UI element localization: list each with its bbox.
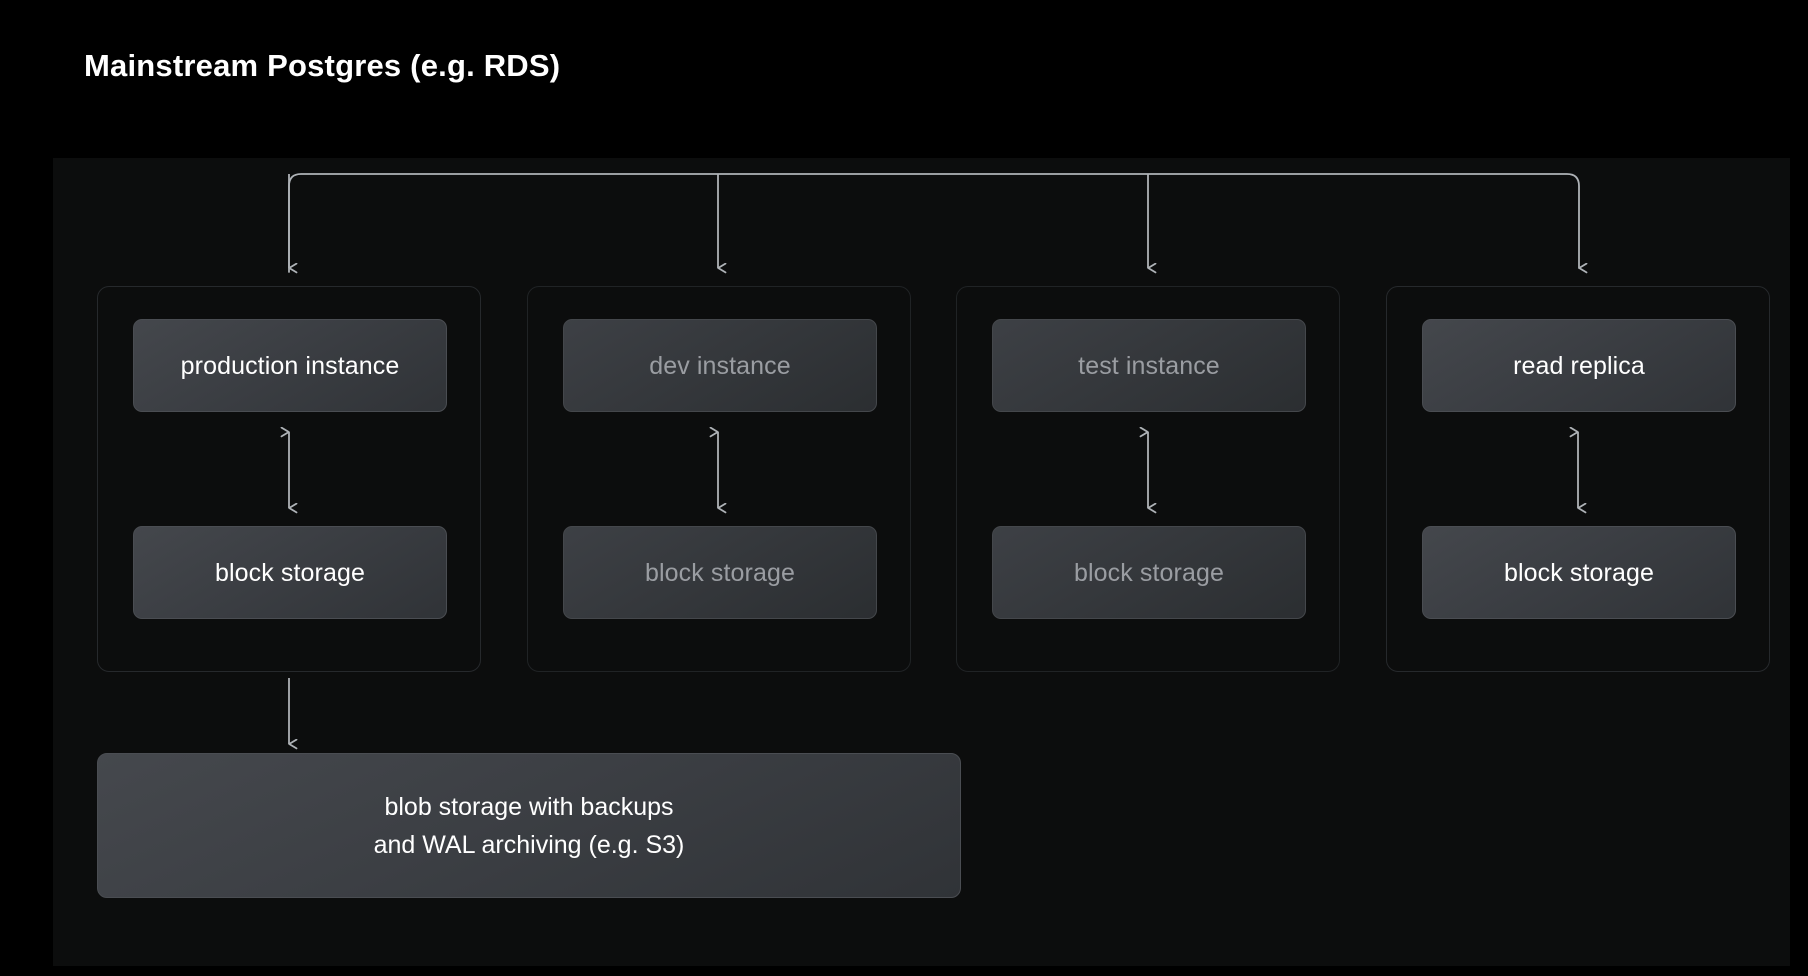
group-production[interactable]: production instance block storage bbox=[97, 286, 481, 672]
node-read-replica-block-storage[interactable]: block storage bbox=[1422, 526, 1736, 619]
node-blob-storage[interactable]: blob storage with backups and WAL archiv… bbox=[97, 753, 961, 898]
group-dev[interactable]: dev instance block storage bbox=[527, 286, 911, 672]
diagram-panel: production instance block storage dev in… bbox=[53, 158, 1790, 966]
node-label: production instance bbox=[180, 351, 400, 380]
node-label: dev instance bbox=[649, 351, 791, 380]
node-label: block storage bbox=[645, 558, 795, 587]
node-label: read replica bbox=[1513, 351, 1645, 380]
node-read-replica[interactable]: read replica bbox=[1422, 319, 1736, 412]
node-production-block-storage[interactable]: block storage bbox=[133, 526, 447, 619]
page-title: Mainstream Postgres (e.g. RDS) bbox=[84, 48, 561, 83]
node-dev-instance[interactable]: dev instance bbox=[563, 319, 877, 412]
blob-storage-line-2: and WAL archiving (e.g. S3) bbox=[373, 830, 685, 859]
node-label: test instance bbox=[1078, 351, 1220, 380]
node-test-block-storage[interactable]: block storage bbox=[992, 526, 1306, 619]
distribution-bus bbox=[288, 173, 1579, 272]
node-label: block storage bbox=[215, 558, 365, 587]
blob-storage-line-1: blob storage with backups bbox=[384, 792, 674, 821]
group-read-replica[interactable]: read replica block storage bbox=[1386, 286, 1770, 672]
node-label: block storage bbox=[1504, 558, 1654, 587]
node-dev-block-storage[interactable]: block storage bbox=[563, 526, 877, 619]
node-label: block storage bbox=[1074, 558, 1224, 587]
instance-storage-arrows bbox=[289, 432, 1578, 508]
node-test-instance[interactable]: test instance bbox=[992, 319, 1306, 412]
group-test[interactable]: test instance block storage bbox=[956, 286, 1340, 672]
node-production-instance[interactable]: production instance bbox=[133, 319, 447, 412]
